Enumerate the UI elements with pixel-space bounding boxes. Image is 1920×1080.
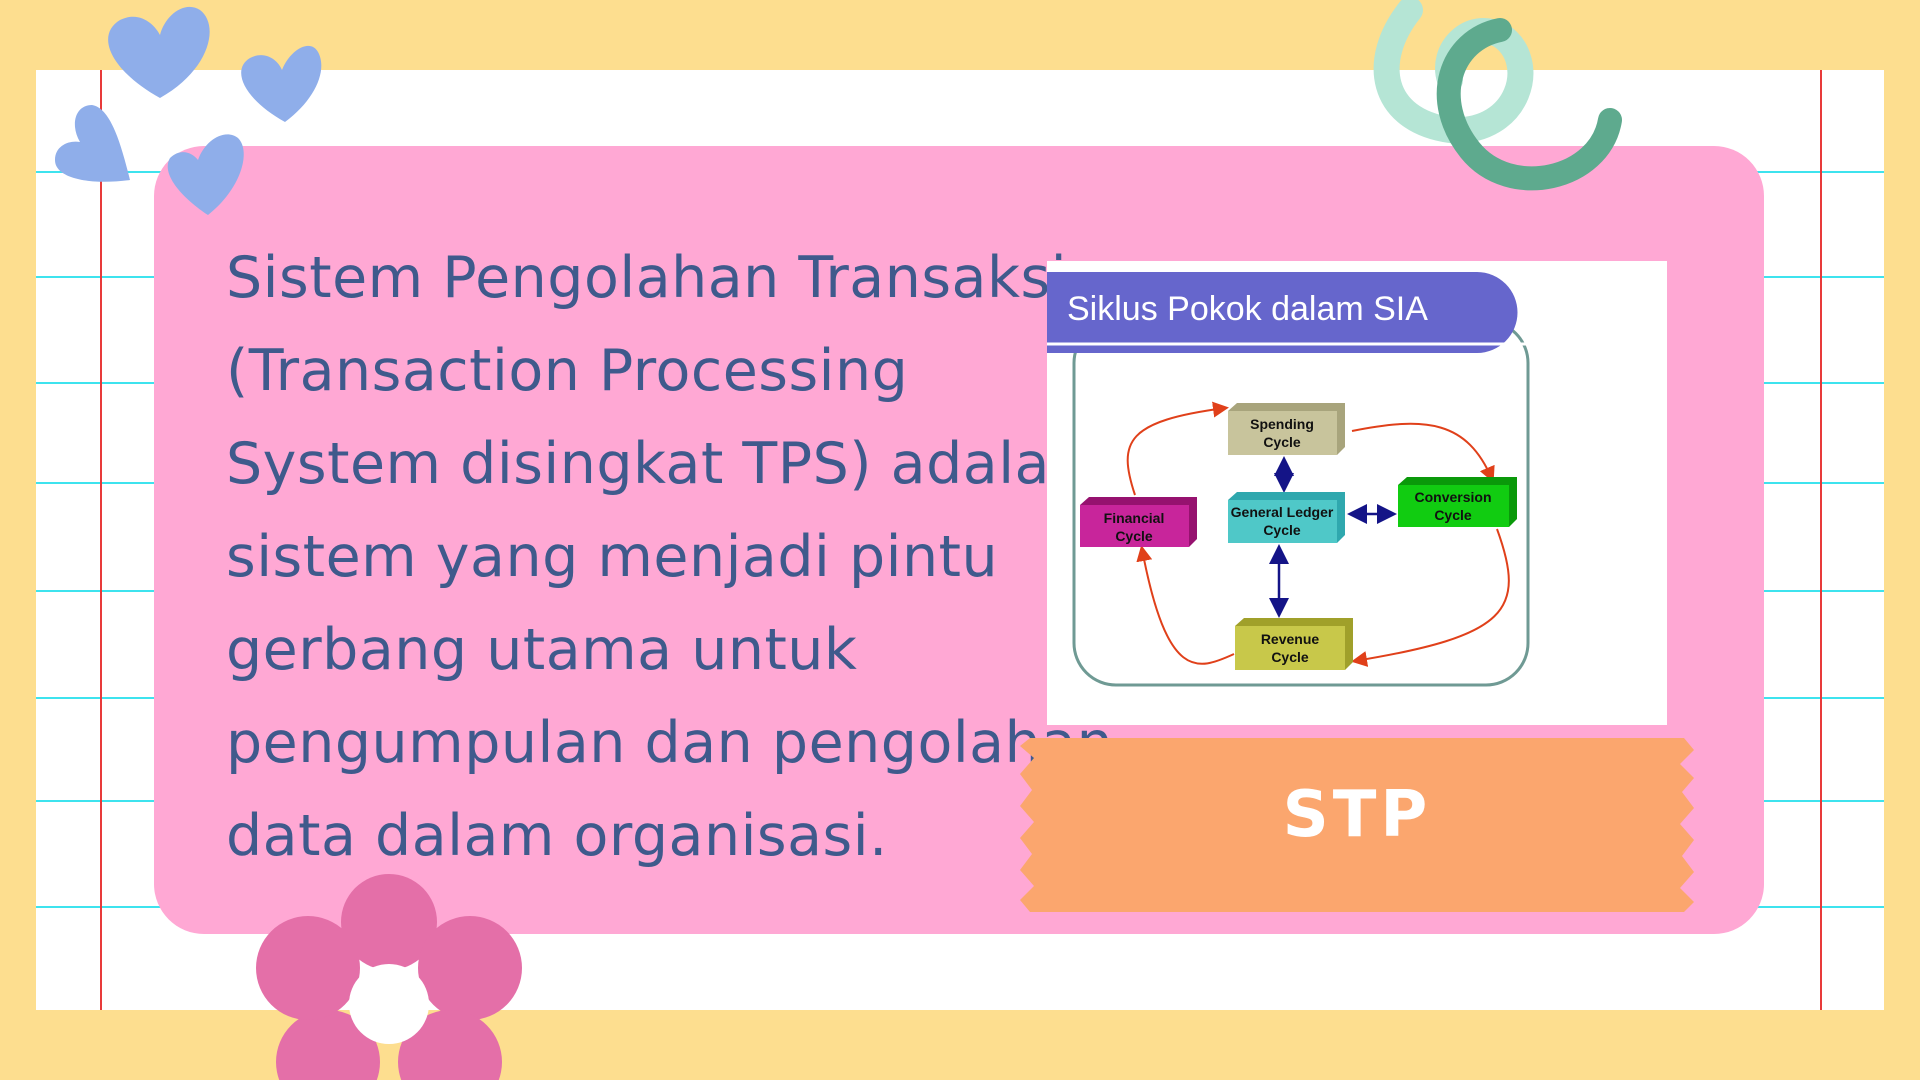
description-paragraph: Sistem Pengolahan Transaksi (Transaction… [226,232,1114,883]
margin-line [1820,70,1822,1010]
box-label: Cycle [1263,434,1301,450]
paragraph-line: System disingkat TPS) adalah [226,431,1087,497]
flow-arrow [1351,528,1510,667]
box-label: Conversion [1414,489,1491,505]
flower-icon [256,874,522,1080]
paragraph-line: gerbang utama untuk [226,617,858,683]
box-label: Cycle [1434,507,1472,523]
box-label: Cycle [1115,528,1153,544]
box-label: Cycle [1263,522,1301,538]
flow-arrow [1136,545,1235,665]
box-label: General Ledger [1231,504,1334,520]
paragraph-line: sistem yang menjadi pintu [226,524,999,590]
paragraph-line: Sistem Pengolahan Transaksi [226,245,1068,311]
paragraph-line: data dalam organisasi. [226,803,888,869]
box-label: Cycle [1271,649,1309,665]
heart-icon [55,6,322,215]
title-bar [1047,272,1518,353]
box-label: Spending [1250,416,1314,432]
box-label: Revenue [1261,631,1320,647]
flow-arrow [1351,422,1495,483]
banner-label: STP [1282,778,1432,852]
diagram-title: Siklus Pokok dalam SIA [1067,290,1428,328]
torn-paper-banner [1020,738,1694,912]
flow-arrow [1126,401,1229,496]
paragraph-line: pengumpulan dan pengolahan [226,710,1114,776]
ribbon-icon [1373,0,1622,191]
paragraph-line: (Transaction Processing [226,338,909,404]
margin-line [100,70,102,1010]
box-label: Financial [1104,510,1165,526]
